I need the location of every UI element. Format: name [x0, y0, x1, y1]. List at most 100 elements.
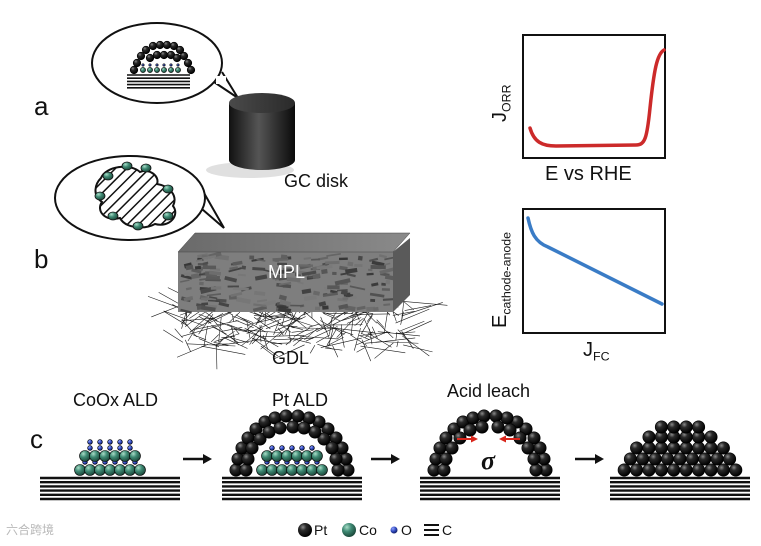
gdl-fiber [328, 323, 335, 347]
o-atom [269, 445, 275, 451]
pt-atom [692, 463, 706, 477]
mpl-grain [254, 290, 266, 296]
gdl-fiber [323, 313, 341, 322]
gdl-fiber [186, 343, 236, 347]
mpl-grain [278, 281, 292, 286]
o-atom [127, 439, 133, 445]
pt-atom [129, 65, 139, 75]
mpl-grain [321, 268, 328, 275]
pt-atom [329, 452, 343, 466]
o-atom [117, 439, 123, 445]
mpl-grain [201, 302, 209, 306]
pt-atom [623, 452, 637, 466]
gdl-fiber [253, 315, 303, 320]
pt-atom [308, 425, 322, 439]
pt-atom [291, 409, 305, 423]
polarization-curve [526, 216, 664, 306]
mpl-grain [253, 303, 267, 308]
co-atom [109, 450, 121, 462]
carbon-layers-icon [424, 524, 439, 536]
gdl-fiber [201, 345, 246, 355]
mpl-grain [312, 273, 321, 280]
o-atom [299, 445, 305, 451]
gdl-label: GDL [272, 348, 310, 368]
gdl-fiber [222, 339, 262, 346]
gdl-fiber [401, 297, 405, 321]
gdl-fiber [329, 317, 333, 335]
pt-atom [172, 53, 182, 63]
orr-curve [528, 48, 666, 148]
orr-plot-frame [522, 34, 666, 159]
gdl-fiber [336, 316, 357, 338]
mpl-grain [368, 268, 373, 272]
co-atom [74, 464, 86, 476]
pt-atom [698, 452, 712, 466]
nanoparticle [162, 211, 174, 221]
co-atom [161, 67, 167, 73]
o-atom [279, 445, 285, 451]
gdl-fiber [376, 321, 394, 339]
gdl-fiber [316, 325, 329, 332]
mpl-grain [339, 265, 348, 271]
gdl-fiber [221, 336, 235, 339]
gdl-fiber [241, 327, 264, 346]
gdl-fiber [163, 310, 204, 326]
mpl-grain [311, 258, 320, 261]
mpl-grain [338, 303, 349, 310]
gdl-fiber [356, 331, 389, 346]
gdl-fiber [284, 309, 298, 335]
mpl-grain [200, 305, 216, 312]
pt-atom [667, 463, 681, 477]
mpl-grain [318, 301, 327, 307]
gdl-fiber [246, 318, 282, 334]
pt-atom [679, 441, 693, 455]
mpl-grain [349, 285, 366, 291]
gdl-fiber [273, 338, 314, 340]
mpl-grain [371, 260, 385, 267]
pt-atom [704, 430, 718, 444]
gdl-fiber [361, 339, 372, 362]
gdl-fiber [198, 338, 220, 348]
mpl-top-face [177, 232, 411, 253]
gdl-fiber [377, 331, 421, 337]
pt-atom [317, 432, 331, 446]
gdl-fiber [260, 345, 276, 358]
pt-atom [489, 409, 503, 423]
pt-atom [437, 463, 451, 477]
mpl-grain [345, 267, 358, 274]
gdl-fiber [288, 326, 291, 343]
mpl-grain [278, 294, 287, 301]
polarization-xlabel: JFC [583, 339, 610, 364]
gdl-fiber [402, 320, 432, 335]
mpl-grain [322, 292, 338, 297]
gdl-fiber [189, 309, 215, 334]
gdl-fiber [316, 334, 330, 343]
co-atom [124, 464, 136, 476]
mpl-grain [303, 256, 312, 260]
pt-atom [661, 452, 675, 466]
gdl-fiber [245, 324, 254, 332]
gdl-fiber [210, 334, 220, 343]
co-atom [306, 464, 318, 476]
pt-atom [239, 463, 253, 477]
gdl-fiber [176, 344, 209, 358]
gdl-fiber [199, 316, 212, 324]
mpl-grain [256, 299, 268, 303]
o-atom [87, 439, 93, 445]
pt-atom [716, 441, 730, 455]
mpl-grain [370, 298, 376, 302]
gdl-fiber [184, 339, 191, 352]
mpl-grain [254, 274, 268, 281]
pt-atom [491, 420, 505, 434]
co-atom [79, 450, 91, 462]
nanoparticle [162, 184, 174, 194]
co-atom [316, 464, 328, 476]
co-atom [147, 67, 153, 73]
pt-atom [286, 420, 300, 434]
pt-atom [241, 452, 255, 466]
gdl-fiber [356, 346, 366, 353]
gdl-fiber [190, 313, 224, 333]
mpl-grain [227, 285, 239, 288]
co-atom [296, 464, 308, 476]
